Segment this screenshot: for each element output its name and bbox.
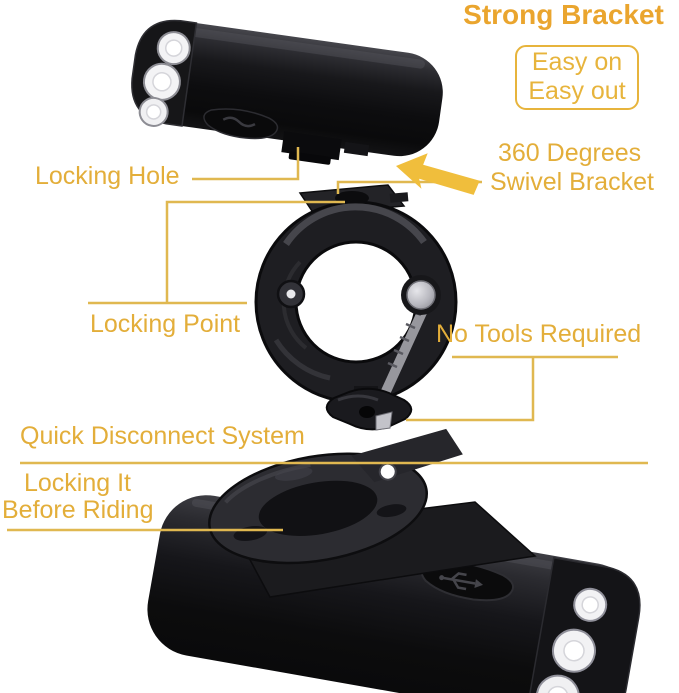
usb-flap bbox=[420, 561, 515, 602]
usb-flap bbox=[203, 108, 279, 140]
led-face bbox=[131, 19, 198, 127]
led-face bbox=[525, 556, 641, 693]
usb-icon bbox=[222, 116, 256, 128]
usb-icon bbox=[439, 572, 484, 591]
callout-label-swivel-bracket: 360 Degrees Swivel Bracket bbox=[490, 139, 654, 197]
callout-label-quick-disconnect: Quick Disconnect System bbox=[20, 422, 305, 450]
easy-out-text: Easy out bbox=[528, 77, 626, 105]
mount-foot bbox=[281, 131, 370, 165]
callout-label-locking-it-line2: Before Riding bbox=[2, 496, 154, 524]
easy-on-easy-out-badge: Easy on Easy out bbox=[515, 45, 639, 110]
pivot-pin bbox=[276, 279, 306, 309]
callout-label-no-tools-required: No Tools Required bbox=[436, 320, 642, 348]
tension-bolt bbox=[401, 275, 441, 315]
clamp-on-light bbox=[208, 428, 537, 598]
callout-line-locking-hole bbox=[192, 147, 300, 181]
swivel-label-line2: Swivel Bracket bbox=[490, 168, 654, 196]
callout-line-locking-point bbox=[165, 200, 345, 303]
arrow-left-icon bbox=[396, 153, 480, 195]
top-bike-light-photo bbox=[131, 19, 443, 165]
page-title: Strong Bracket bbox=[463, 0, 664, 30]
handlebar-clamp-photo bbox=[254, 184, 458, 431]
callout-line-no-tools bbox=[406, 357, 535, 422]
tightening-knob bbox=[325, 386, 413, 431]
callout-label-locking-point: Locking Point bbox=[90, 310, 241, 338]
callout-label-locking-hole: Locking Hole bbox=[35, 162, 180, 190]
easy-on-text: Easy on bbox=[531, 48, 623, 76]
callout-label-locking-it-line1: Locking It bbox=[24, 469, 132, 497]
swivel-label-line1: 360 Degrees bbox=[498, 139, 642, 167]
